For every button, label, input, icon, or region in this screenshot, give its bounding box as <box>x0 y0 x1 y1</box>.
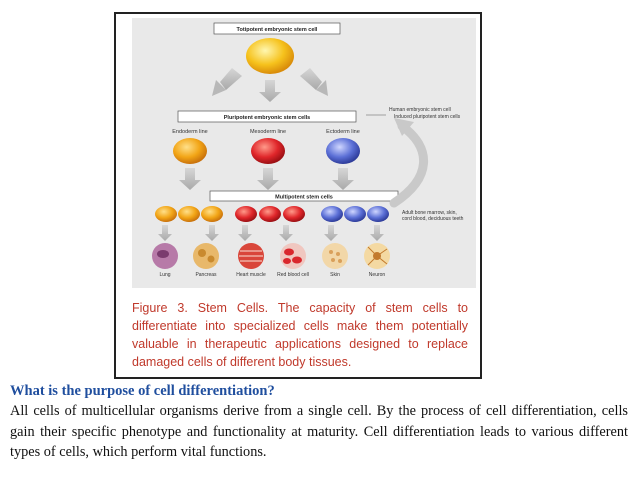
germ-line-label-endoderm: Endoderm line <box>172 129 207 135</box>
totipotent-cell <box>246 38 294 74</box>
question-heading: What is the purpose of cell differentiat… <box>10 383 275 399</box>
figure-frame: Totipotent embryonic stem cell Pluripote… <box>114 12 482 379</box>
pluripotent-label: Pluripotent embryonic stem cells <box>224 115 311 121</box>
diagram-svg: Totipotent embryonic stem cell Pluripote… <box>152 22 464 278</box>
down-arrows-2 <box>158 225 384 241</box>
germ-line-label-ectoderm: Ectoderm line <box>326 129 360 135</box>
arrow-center <box>259 80 281 102</box>
pluripotent-label-box <box>177 110 357 123</box>
tissue-label-red-blood-cell: Red blood cell <box>277 272 309 278</box>
endoderm-cell <box>173 138 207 164</box>
down-arrows-1 <box>179 168 354 190</box>
tissue-label-heart-muscle: Heart muscle <box>236 272 266 278</box>
totipotent-label-box <box>213 22 341 35</box>
germ-line-label-mesoderm: Mesoderm line <box>250 129 286 135</box>
multipotent-cells <box>155 206 389 222</box>
tissue-label-skin: Skin <box>330 272 340 278</box>
mesoderm-cell <box>251 138 285 164</box>
tissue-label-lung: Lung <box>159 272 170 278</box>
stem-cell-diagram: Totipotent embryonic stem cell Pluripote… <box>132 18 476 288</box>
adult-source-label-2: cord blood, deciduous teeth <box>402 216 464 222</box>
tissue-label-neuron: Neuron <box>369 272 386 278</box>
figure-caption: Figure 3. Stem Cells. The capacity of st… <box>132 301 468 369</box>
reprogramming-arrow <box>389 121 429 208</box>
tissue-label-pancreas: Pancreas <box>195 272 217 278</box>
totipotent-label: Totipotent embryonic stem cell <box>237 27 318 33</box>
human-stem-cell-label: Human embryonic stem cell <box>389 107 451 113</box>
multipotent-label: Multipotent stem cells <box>275 195 333 201</box>
adult-source-label-1: Adult bone marrow, skin, <box>402 210 457 216</box>
arrow-left <box>220 68 242 90</box>
answer-paragraph: All cells of multicellular organisms der… <box>10 403 628 460</box>
arrow-right <box>300 68 322 90</box>
induced-stem-cell-label: Induced pluripotent stem cells <box>394 114 461 120</box>
tissue-cells <box>152 243 390 269</box>
reprogramming-arrowhead <box>394 118 414 136</box>
ectoderm-cell <box>326 138 360 164</box>
